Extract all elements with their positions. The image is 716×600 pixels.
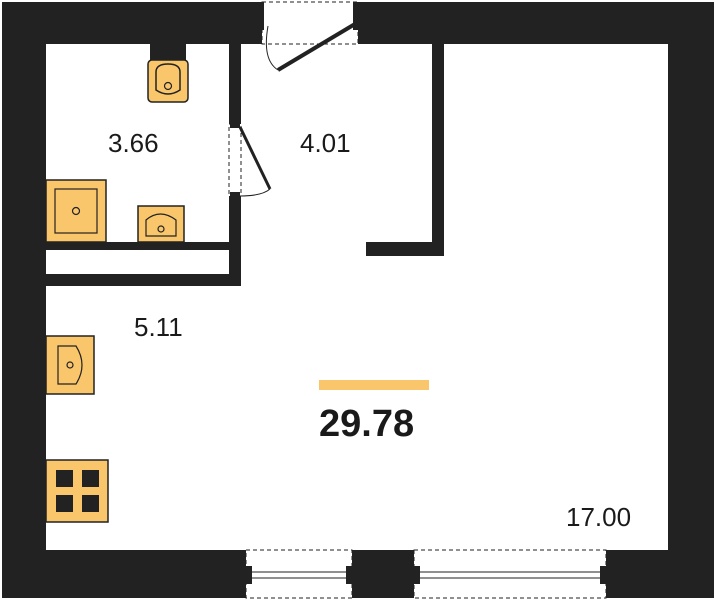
toilet-icon [147,44,189,103]
bathroom-door [228,120,272,200]
shower-tray-icon [45,179,107,243]
window-right [412,549,608,599]
wall-bottom-right [606,550,714,598]
total-area-label: 29.78 [319,403,414,445]
entrance-door [258,1,359,72]
stove-icon [45,459,109,523]
bathroom-area-label: 3.66 [108,128,159,158]
bathroom-sink-icon [137,205,185,243]
wall-right [668,2,714,598]
window-left [244,549,354,599]
wall-hall-horizontal [366,242,444,256]
wall-hall-vertical [432,44,444,256]
kitchen-area-label: 5.11 [134,312,183,342]
wall-left [2,2,46,598]
wall-bottom-left [2,550,246,598]
total-accent-bar [319,380,429,390]
wall-bathroom-right-top [229,44,241,124]
kitchen-sink-icon [45,335,95,395]
wall-bathroom-bottom [46,242,236,250]
hallway-area-label: 4.01 [300,128,351,158]
living-area-label: 17.00 [566,502,631,532]
wall-top-right [358,2,714,44]
wall-kitchen-top [46,274,241,286]
wall-bathroom-right-bottom [229,196,241,286]
wall-top-left [2,2,262,44]
wall-bottom-mid [352,550,414,598]
